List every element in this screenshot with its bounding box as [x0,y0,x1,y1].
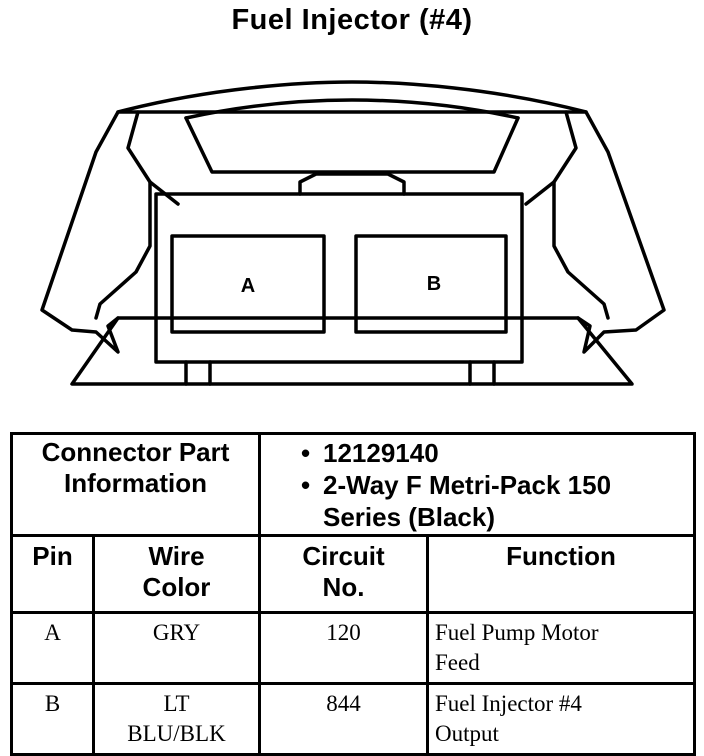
col-header-circuit-line1: Circuit [302,541,385,571]
connector-housing-outline [40,110,666,354]
col-header-wire-color: Wire Color [92,534,261,614]
table-row: A GRY 120 Fuel Pump Motor Feed [10,611,697,685]
row-wire-color-line2: BLU/BLK [127,721,226,746]
col-header-circuit-line2: No. [322,572,365,602]
row-pin: A [10,611,95,685]
part-description: 2-Way F Metri-Pack 150 Series (Black) [301,469,693,533]
col-header-circuit: Circuit No. [258,534,429,614]
page-title: Fuel Injector (#4) [231,4,473,36]
row-function: Fuel Pump Motor Feed [425,611,697,685]
row-circuit: 120 [258,611,429,685]
part-info-header: Connector Part Information [10,432,261,537]
row-function-line1: Fuel Injector #4 [435,691,582,716]
pin-cavity-b [354,234,508,334]
column-header-row: Pin Wire Color Circuit No. Function [10,534,697,614]
row-circuit: 844 [258,682,429,756]
left-shoulder [94,110,152,320]
row-function: Fuel Injector #4 Output [425,682,697,756]
right-shoulder [552,110,610,320]
pin-label-b: B [427,273,441,295]
part-number: 12129140 [301,437,693,469]
col-header-wire-color-line1: Wire [148,541,205,571]
connector-diagram: A B [40,80,666,386]
col-header-function: Function [425,534,697,614]
col-header-pin-text: Pin [32,541,73,571]
row-function-line2: Output [435,721,499,746]
part-info-list: 12129140 2-Way F Metri-Pack 150 Series (… [261,435,693,533]
row-wire-color: LT BLU/BLK [92,682,261,756]
connector-info-table: Connector Part Information 12129140 2-Wa… [10,432,697,756]
connector-base [70,316,634,386]
col-header-function-text: Function [506,541,616,571]
part-info-details: 12129140 2-Way F Metri-Pack 150 Series (… [257,432,697,537]
col-header-pin: Pin [10,534,95,614]
row-wire-color-line1: GRY [152,620,201,645]
row-function-line1: Fuel Pump Motor [435,620,599,645]
center-tab [298,172,406,196]
pin-cavity-a [170,234,326,334]
right-foot [468,360,496,386]
table-row: B LT BLU/BLK 844 Fuel Injector #4 Output [10,682,697,756]
part-info-header-line1: Connector Part [41,437,230,467]
latch-ramp [184,116,520,174]
part-info-header-line2: Information [64,468,207,498]
row-wire-color-line1: LT [163,691,190,716]
left-foot [184,360,212,386]
col-header-wire-color-line2: Color [142,572,211,602]
latch-band-inner [184,98,520,120]
pin-face [154,192,524,364]
pin-label-a: A [241,275,255,297]
right-shoulder-inner [524,180,556,206]
row-pin: B [10,682,95,756]
part-info-row: Connector Part Information 12129140 2-Wa… [10,432,697,537]
latch-band [116,80,588,114]
row-wire-color: GRY [92,611,261,685]
row-function-line2: Feed [435,650,480,675]
